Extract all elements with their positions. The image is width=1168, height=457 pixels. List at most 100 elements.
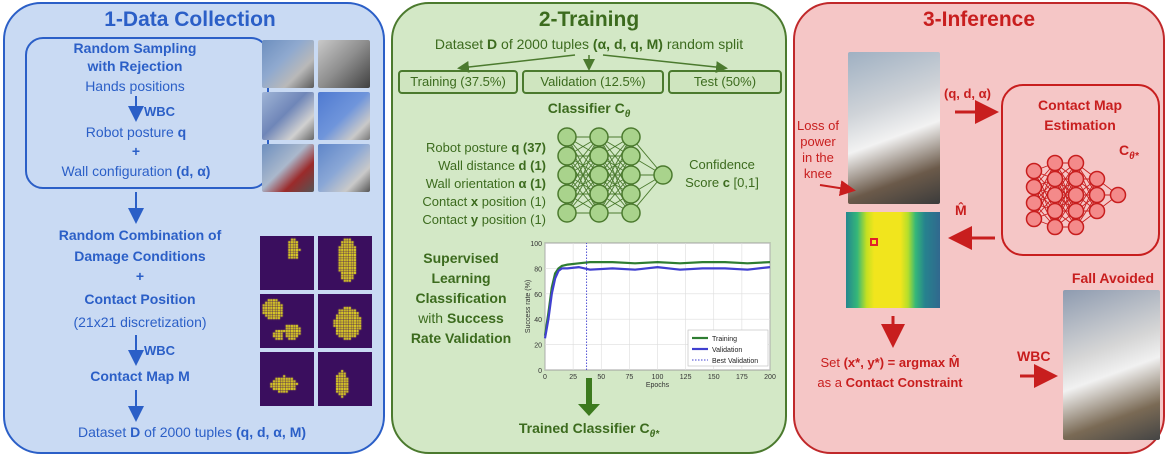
sampling-line2: with Rejection: [87, 58, 183, 74]
contact-map-label: Contact Map M: [90, 368, 190, 384]
loss-line1: Loss of: [797, 118, 839, 133]
contact-map-thumb-3: [260, 294, 314, 348]
contact-map-estimation-box: [1001, 84, 1160, 256]
chart-legend-label: Training: [712, 336, 737, 343]
robot-sim-image-5: [262, 144, 314, 192]
robot-photo-top: [848, 52, 940, 204]
fall-avoided: Fall Avoided: [1071, 270, 1155, 286]
combo-line2: Damage Conditions: [74, 248, 206, 264]
contact-map-thumb-4: [318, 294, 372, 348]
nn-node: [1046, 154, 1064, 172]
hands-positions: Hands positions: [85, 78, 185, 94]
nn-node: [1067, 154, 1085, 172]
chart-xtick-label: 50: [597, 374, 605, 381]
wbc-label-3: WBC: [1017, 348, 1051, 364]
chart-xtick-label: 0: [543, 374, 547, 381]
panel3-title: 3-Inference: [922, 8, 1036, 31]
contact-position: Contact Position: [84, 291, 196, 307]
chart-xtick-label: 150: [708, 374, 720, 381]
nn-node: [621, 146, 641, 166]
contact-map-thumb-5: [260, 352, 314, 406]
classifier-network: [557, 127, 673, 223]
nn-node: [1067, 218, 1085, 236]
nn-node: [589, 184, 609, 204]
nn-node: [557, 203, 577, 223]
nn-node: [621, 184, 641, 204]
nn-node: [1109, 186, 1127, 204]
nn-node: [557, 184, 577, 204]
robot-sim-image-6: [318, 144, 370, 192]
nn-node: [589, 127, 609, 147]
robot-sim-image-2: [318, 40, 370, 88]
nn-edge: [598, 155, 632, 214]
nn-edge: [566, 136, 600, 195]
nn-node: [1046, 170, 1064, 188]
chart-ytick-label: 20: [534, 343, 542, 350]
nn-node: [621, 203, 641, 223]
nn-node: [1088, 202, 1106, 220]
plus-sign-2: +: [135, 268, 145, 284]
chart-xtick-label: 200: [764, 374, 776, 381]
chart-xtick-label: 175: [736, 374, 748, 381]
nn-edge: [1054, 178, 1077, 228]
nn-node: [1088, 186, 1106, 204]
chart-xtick-label: 100: [652, 374, 664, 381]
supervised-line1: Supervised: [423, 250, 499, 266]
nn-node: [1067, 202, 1085, 220]
sampling-line1: Random Sampling: [73, 40, 197, 56]
chart-ylabel: Success rate (%): [525, 280, 532, 333]
supervised-line2: Learning: [431, 270, 491, 286]
chart-xtick-label: 125: [680, 374, 692, 381]
chart-series-validation: [543, 265, 771, 339]
chart-legend-label: Validation: [712, 347, 742, 354]
supervised-line3: Classification: [415, 290, 507, 306]
arrow-split-right: [602, 54, 728, 74]
supervised-line4: with Success: [418, 310, 504, 326]
nn-edge: [598, 136, 632, 195]
nn-node: [1067, 186, 1085, 204]
contact-map-thumb-2: [318, 236, 372, 290]
cme-line1: Contact Map: [1038, 97, 1122, 113]
contact-map-thumb-1: [260, 236, 314, 290]
input-wall-distance: Wall distance d (1): [438, 158, 546, 173]
split-training-box: Training (37.5%): [398, 70, 518, 94]
combo-line1: Random Combination of: [58, 227, 222, 243]
wbc-label-1: WBC: [144, 104, 176, 119]
nn-node: [621, 127, 641, 147]
split-validation-box: Validation (12.5%): [522, 70, 664, 94]
nn-node: [653, 165, 673, 185]
loss-line4: knee: [803, 166, 833, 181]
contact-map-thumb-6: [318, 352, 372, 406]
nn-node: [1025, 210, 1043, 228]
set-line: Set (x*, y*) = argmax M̂: [820, 355, 960, 370]
input-contact-x: Contact x position (1): [422, 194, 546, 209]
nn-node: [621, 165, 641, 185]
chart-ytick-label: 60: [534, 292, 542, 299]
arrow-split-left: [457, 54, 576, 73]
chart-ytick-label: 0: [538, 368, 542, 375]
nn-node: [1025, 194, 1043, 212]
confidence-line2: Score c [0,1]: [685, 175, 759, 190]
wall-configuration: Wall configuration (d, α): [61, 163, 211, 179]
classifier-c-label: Cθ*: [1119, 142, 1139, 162]
chart-xtick-label: 25: [569, 374, 577, 381]
argmax-marker: [870, 238, 878, 246]
panel2-title: 2-Training: [538, 8, 640, 31]
nn-node: [1046, 186, 1064, 204]
nn-node: [1067, 170, 1085, 188]
chart-ytick-label: 40: [534, 317, 542, 324]
robot-sim-image-3: [262, 92, 314, 140]
arrow-to-trained-head: [578, 404, 600, 416]
plus-sign-1: +: [131, 143, 141, 159]
nn-node: [557, 146, 577, 166]
trained-classifier: Trained Classifier Cθ*: [518, 420, 660, 440]
nn-node: [1046, 202, 1064, 220]
nn-edge: [566, 155, 600, 214]
supervised-line5: Rate Validation: [410, 330, 512, 346]
confidence-line1: Confidence: [689, 157, 755, 172]
chart-ytick-label: 80: [534, 266, 542, 273]
cme-line2: Estimation: [1044, 117, 1116, 133]
estimation-network: [1025, 154, 1127, 236]
